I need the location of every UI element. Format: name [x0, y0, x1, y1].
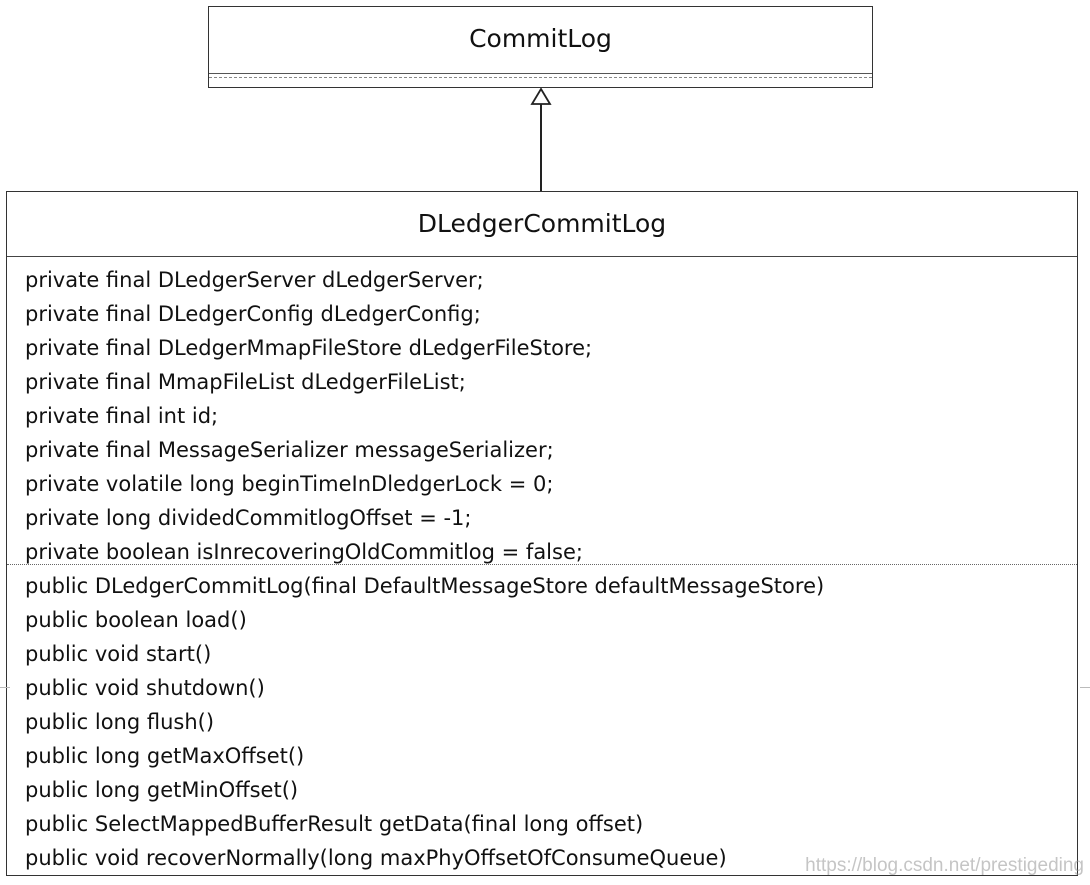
- attribute-item: private boolean isInrecoveringOldCommitl…: [25, 540, 583, 564]
- operation-item: public void recoverNormally(long maxPhyO…: [25, 846, 727, 870]
- attributes-compartment: private final DLedgerServer dLedgerServe…: [7, 257, 1077, 565]
- operation-item: public long getMaxOffset(): [25, 744, 305, 768]
- commitlog-empty-compartment: [209, 77, 872, 80]
- attribute-item: private final DLedgerMmapFileStore dLedg…: [25, 336, 593, 360]
- operation-item: public SelectMappedBufferResult getData(…: [25, 812, 644, 836]
- operation-item: public DLedgerCommitLog(final DefaultMes…: [25, 574, 825, 598]
- attribute-item: private long dividedCommitlogOffset = -1…: [25, 506, 472, 530]
- left-edge-tick: [0, 687, 10, 688]
- dledgercommitlog-class-name: DLedgerCommitLog: [7, 192, 1077, 257]
- attribute-item: private final int id;: [25, 404, 219, 428]
- right-edge-tick: [1080, 687, 1090, 688]
- dledgercommitlog-class-box: DLedgerCommitLog private final DLedgerSe…: [6, 191, 1078, 876]
- operation-item: public long flush(): [25, 710, 215, 734]
- commitlog-class-box: CommitLog: [208, 6, 873, 88]
- operation-item: public void shutdown(): [25, 676, 265, 700]
- operation-item: public boolean load(): [25, 608, 247, 632]
- attribute-item: private final MessageSerializer messageS…: [25, 438, 554, 462]
- generalization-line: [540, 104, 542, 192]
- operation-item: public long getMinOffset(): [25, 778, 299, 802]
- operations-compartment: public DLedgerCommitLog(final DefaultMes…: [7, 565, 1077, 875]
- attribute-item: private volatile long beginTimeInDledger…: [25, 472, 554, 496]
- attribute-item: private final DLedgerConfig dLedgerConfi…: [25, 302, 481, 326]
- attribute-item: private final MmapFileList dLedgerFileLi…: [25, 370, 466, 394]
- operation-item: public void start(): [25, 642, 212, 666]
- commitlog-class-name: CommitLog: [209, 7, 872, 74]
- attribute-item: private final DLedgerServer dLedgerServe…: [25, 268, 484, 292]
- watermark-text: https://blog.csdn.net/prestigeding: [805, 855, 1084, 876]
